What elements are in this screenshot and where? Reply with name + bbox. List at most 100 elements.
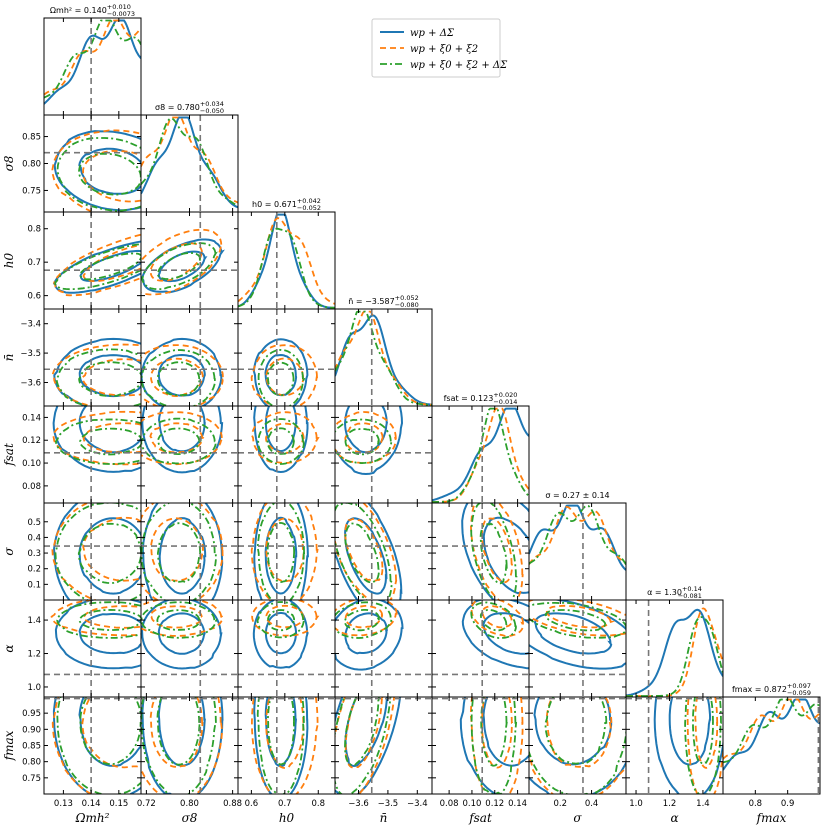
contour-fmax-omh2-series-1-level-0: [81, 697, 141, 769]
x-tick-label-fmax: 0.9: [781, 799, 795, 809]
panel-sigma8-sigma8: [141, 115, 238, 212]
contour-fsat-omh2-series-2-level-1: [54, 418, 141, 465]
contour-fsat-nbar-series-1-level-0: [344, 422, 384, 454]
contour-alpha-sigma8-series-2-level-0: [156, 609, 201, 631]
panel-frame: [334, 502, 433, 601]
panel-frame: [43, 211, 142, 310]
contour-h0-sigma8-series-2-level-1: [141, 242, 218, 291]
contour-alpha-omh2-series-0-level-0: [78, 612, 141, 655]
marginal-sig-series-0: [529, 504, 626, 571]
y-tick-label-nbar: −3.6: [20, 378, 41, 388]
marginal-sigma8-series-2: [141, 117, 238, 207]
contour-fmax-nbar-series-1-level-0: [344, 697, 384, 769]
marginal-fmax-series-0: [723, 698, 820, 771]
contour-alpha-nbar-series-0-level-0: [344, 612, 388, 655]
panel-nbar-omh2: [44, 309, 141, 406]
y-tick-label-alpha: 1.2: [27, 650, 41, 660]
contour-fmax-h0-series-2-level-0: [266, 697, 295, 766]
contour-alpha-sigma8-series-1-level-1: [141, 600, 224, 637]
panel-alpha-nbar: [335, 600, 432, 697]
marginal-sig-series-2: [529, 504, 626, 565]
contour-fmax-alpha-series-0-level-1: [653, 697, 723, 794]
panel-frame: [334, 405, 433, 504]
panel-sig-sig: [529, 503, 626, 600]
y-tick-label-nbar: −3.4: [20, 320, 41, 330]
contour-sig-nbar-series-2-level-0: [344, 522, 380, 584]
contour-alpha-h0-series-0-level-1: [252, 600, 309, 669]
contour-fsat-sigma8-series-0-level-1: [141, 406, 224, 474]
panel-frame: [334, 308, 433, 407]
x-tick-label-omh2: 0.15: [109, 799, 128, 809]
panel-fsat-sigma8: [141, 406, 238, 503]
contour-sigma8-omh2-series-2-level-1: [56, 137, 141, 212]
panel-sig-omh2: [44, 503, 141, 600]
y-tick-label-fmax: 0.90: [22, 725, 41, 735]
x-tick-label-fsat: 0.14: [508, 799, 527, 809]
panel-nbar-nbar: [335, 309, 432, 406]
contour-sig-sigma8-series-0-level-0: [158, 517, 207, 595]
y-axis-label-fsat: fsat: [2, 443, 16, 467]
contour-fmax-alpha-series-0-level-0: [668, 697, 712, 766]
contour-alpha-h0-series-1-level-1: [251, 600, 320, 637]
x-tick-label-nbar: −3.5: [378, 799, 399, 809]
contour-alpha-sig-series-2-level-0: [544, 609, 607, 632]
marginal-fsat-series-2: [432, 407, 529, 503]
y-axis-label-sigma8: σ8: [2, 155, 16, 171]
contour-fmax-h0-series-1-level-0: [265, 697, 305, 769]
panel-h0-sigma8: [141, 212, 238, 309]
contour-nbar-h0-series-2-level-1: [257, 348, 306, 406]
contour-fmax-omh2-series-2-level-1: [56, 697, 141, 794]
panel-sig-nbar: [335, 503, 432, 600]
contour-fsat-sigma8-series-1-level-1: [141, 411, 225, 466]
y-tick-label-fsat: 0.10: [22, 459, 41, 469]
contour-fmax-h0-series-2-level-1: [256, 697, 305, 794]
panel-fmax-fmax: [723, 697, 820, 794]
contour-fmax-alpha-series-2-level-0: [692, 697, 714, 765]
contour-fsat-omh2-series-0-level-1: [52, 406, 141, 473]
contour-fmax-fsat-series-1-level-1: [469, 697, 524, 794]
contour-fmax-sig-series-0-level-1: [529, 760, 626, 794]
contour-fmax-sig-series-2-level-0: [544, 697, 608, 765]
contour-alpha-sig-series-0-level-1: [529, 600, 626, 670]
contour-nbar-sigma8-series-0-level-0: [157, 353, 206, 397]
panel-alpha-alpha: [626, 600, 723, 697]
panel-fsat-fsat: [432, 406, 529, 503]
panel-fmax-sigma8: [141, 697, 238, 794]
contour-sig-h0-series-0-level-1: [253, 503, 309, 600]
contour-fmax-h0-series-1-level-1: [250, 697, 320, 794]
contour-nbar-omh2-series-1-level-1: [51, 343, 141, 406]
panel-h0-h0: [238, 212, 335, 309]
x-tick-label-alpha: 1.4: [696, 799, 710, 809]
panel-frame: [140, 405, 239, 504]
contour-alpha-h0-series-0-level-0: [264, 611, 297, 655]
contour-fsat-sigma8-series-2-level-0: [157, 427, 203, 456]
contour-fmax-omh2-series-1-level-1: [51, 697, 94, 794]
panel-fmax-omh2: [44, 697, 141, 794]
contour-h0-omh2-series-1-level-0: [82, 244, 141, 282]
y-tick-label-sig: 0.1: [27, 580, 41, 590]
contour-h0-omh2-series-1-level-1: [53, 233, 141, 297]
x-tick-label-fmax: 0.8: [749, 799, 763, 809]
contour-alpha-nbar-series-1-level-1: [335, 600, 398, 637]
contour-fmax-fsat-series-0-level-1: [459, 697, 529, 794]
contour-fmax-sigma8-series-2-level-0: [156, 697, 201, 766]
contour-fmax-sig-series-1-level-1: [529, 753, 626, 794]
y-tick-label-sigma8: 0.85: [22, 133, 41, 143]
y-tick-label-sig: 0.2: [27, 565, 41, 575]
contour-alpha-h0-series-2-level-1: [256, 601, 305, 639]
marginal-header-h0: h0 = 0.671+0.042−0.052: [252, 197, 321, 212]
contour-fmax-nbar-series-2-level-0: [344, 697, 380, 767]
marginal-alpha-series-2: [626, 616, 723, 697]
panel-omh2-omh2: [44, 18, 141, 115]
y-axis-label-fmax: fmax: [2, 730, 16, 761]
contour-sig-fsat-series-1-level-0: [481, 517, 513, 584]
contour-alpha-omh2-series-2-level-1: [56, 601, 141, 639]
contour-alpha-fsat-series-2-level-0: [479, 609, 508, 632]
panel-frame: [722, 696, 821, 795]
legend-label-0: wp + ΔΣ: [410, 28, 455, 39]
contour-h0-sigma8-series-2-level-0: [156, 252, 201, 280]
marginal-omh2-series-0: [44, 19, 141, 105]
contour-alpha-sigma8-series-1-level-0: [149, 605, 204, 629]
panel-alpha-omh2: [44, 600, 141, 697]
